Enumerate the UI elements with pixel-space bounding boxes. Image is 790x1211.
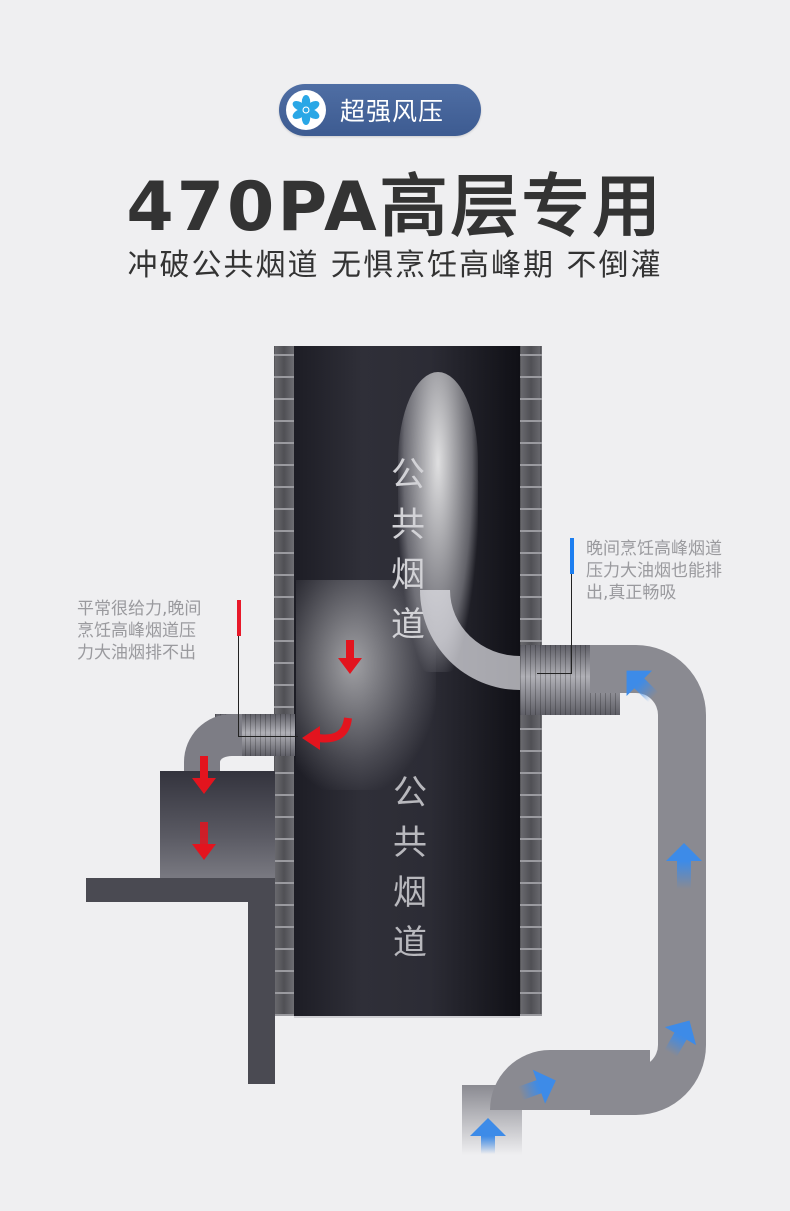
backflow-curve-arrow-icon [300,716,352,756]
backflow-arrow-icon [192,822,216,860]
callout-line: 晚间烹饪高峰烟道 [586,539,722,559]
page-title: 470PA高层专用 [126,168,664,247]
flue-label-char: 公 [391,455,425,495]
range-hood [160,771,275,879]
flue-label-char: 共 [391,505,425,545]
callout-line: 压力大油烟也能排 [586,561,722,581]
brick-wall-left [274,346,294,1016]
cabinet-post [248,902,275,1084]
feature-badge: 超强风压 [279,84,481,136]
flue-label-char: 共 [393,823,427,863]
flue-label-char: 烟 [391,555,425,595]
flue-label-char: 烟 [393,873,427,913]
exhaust-arrow-icon [666,843,702,889]
badge-label: 超强风压 [340,97,445,126]
backflow-arrow-icon [338,640,362,674]
callout-left-leader-line [238,636,239,737]
backflow-smoke [296,580,436,790]
fan-icon [286,90,326,130]
flue-label-char: 公 [393,773,427,813]
callout-line: 出,真正畅吸 [586,583,677,603]
callout-left-leader-line [238,736,298,737]
callout-left-text: 平常很给力,晚间 烹饪高峰烟道压 力大油烟排不出 [77,598,227,664]
callout-left-marker [237,600,241,636]
flue-label-char: 道 [393,923,427,963]
callout-line: 力大油烟排不出 [77,643,196,663]
backflow-arrow-icon [192,756,216,794]
exhaust-arrow-icon [470,1118,506,1154]
flue-label-top: 公 共 烟 道 [388,450,428,650]
flue-label-bottom: 公 共 烟 道 [390,768,430,968]
cabinet-shelf [86,878,275,902]
callout-right-marker [570,538,574,574]
callout-line: 烹饪高峰烟道压 [77,621,196,641]
callout-right-leader-line [537,673,572,674]
subtitle: 冲破公共烟道 无惧烹饪高峰期 不倒灌 [127,248,663,283]
flue-base-line [294,1016,520,1018]
callout-right-leader-line [571,574,572,674]
flue-label-char: 道 [391,605,425,645]
callout-line: 平常很给力,晚间 [77,599,202,619]
callout-right-text: 晚间烹饪高峰烟道 压力大油烟也能排 出,真正畅吸 [586,538,756,604]
